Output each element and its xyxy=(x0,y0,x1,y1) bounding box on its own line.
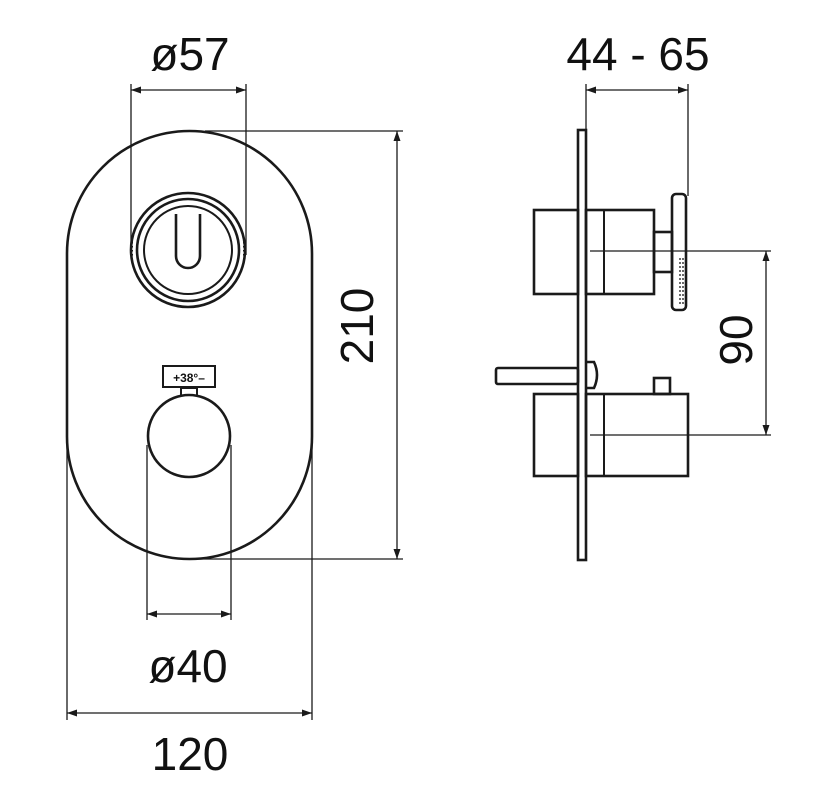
cover-plate xyxy=(65,129,314,561)
thermostat-scale-label: +38°– xyxy=(173,371,205,385)
side-plate xyxy=(576,128,588,562)
plate-width-label: 120 xyxy=(152,728,229,780)
dimension-button-diameter: ø57 xyxy=(130,28,247,255)
side-view: 44 - 65 90 xyxy=(494,28,771,562)
front-view: +38°– ø57 ø40 120 210 xyxy=(65,28,403,780)
thermostat-knob: +38°– xyxy=(146,365,232,479)
dimension-axis-spacing: 90 xyxy=(590,250,771,436)
axis-spacing-label: 90 xyxy=(710,314,762,365)
diverter-body-side xyxy=(532,192,688,312)
thermostat-scale-badge xyxy=(162,365,216,388)
dimension-knob-diameter: ø40 xyxy=(146,445,232,692)
button-diameter-label: ø57 xyxy=(150,28,229,80)
diverter-button xyxy=(129,191,247,309)
knob-diameter-label: ø40 xyxy=(148,640,227,692)
dimension-plate-width: 120 xyxy=(66,300,313,780)
plate-height-label: 210 xyxy=(331,288,383,365)
thermostat-body-side xyxy=(494,360,690,478)
dimension-plate-height: 210 xyxy=(195,130,403,560)
depth-range-label: 44 - 65 xyxy=(566,28,709,80)
dimension-depth-range: 44 - 65 xyxy=(566,28,710,196)
